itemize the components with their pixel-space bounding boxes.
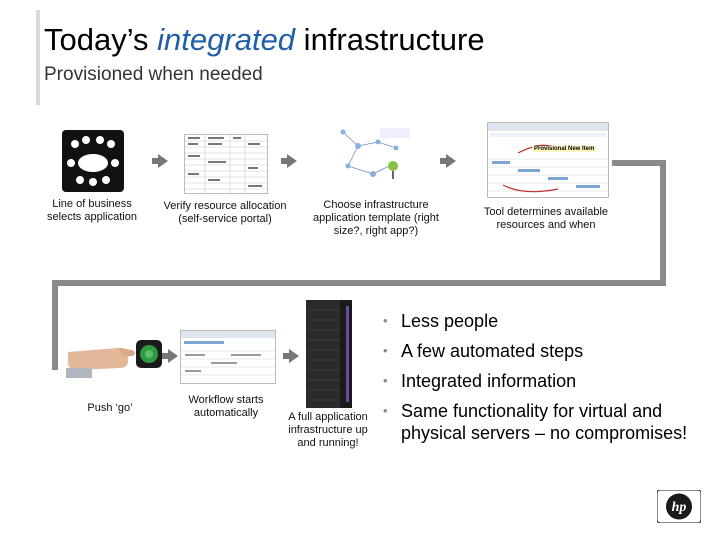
availability-tool-thumbnail: Provisional New Item <box>487 122 609 198</box>
bullet-icon: • <box>383 343 388 358</box>
flow-arrow-icon <box>281 154 297 168</box>
step6-caption: Workflow starts automatically <box>188 394 264 419</box>
flow-arrow-icon <box>162 349 178 363</box>
meeting-icon <box>62 130 124 192</box>
page-title: Today’s integrated infrastructure <box>44 22 485 57</box>
server-rack-icon <box>304 300 354 408</box>
step4-caption: Tool determines available resources and … <box>483 206 609 231</box>
flow-arrow-icon <box>283 349 299 363</box>
resource-table-thumbnail <box>184 134 268 194</box>
bullet-icon: • <box>383 373 388 388</box>
list-item: •A few automated steps <box>383 341 584 361</box>
flow-arrow-icon <box>440 154 456 168</box>
flow-connector <box>660 160 666 286</box>
screen-banner: Provisional New Item <box>532 146 597 152</box>
step1-caption: Line of business selects application <box>47 198 137 223</box>
hp-logo: hp <box>656 489 702 524</box>
bullet-icon: • <box>383 403 388 418</box>
template-diagram-thumbnail <box>318 124 414 190</box>
push-button-hand-icon <box>66 328 166 384</box>
flow-arrow-icon <box>152 154 168 168</box>
list-item: •Less people <box>383 311 499 331</box>
workflow-thumbnail <box>180 330 276 384</box>
step3-caption: Choose infrastructure application templa… <box>313 199 439 237</box>
flow-connector <box>52 280 666 286</box>
step7-caption: A full application infrastructure up and… <box>288 411 368 449</box>
benefits-list: •Less people •A few automated steps •Int… <box>383 310 703 452</box>
list-item: •Integrated information <box>383 371 577 391</box>
bullet-icon: • <box>383 313 388 328</box>
step5-caption: Push ‘go’ <box>87 402 133 414</box>
list-item: •Same functionality for virtual and phys… <box>383 401 688 443</box>
step2-caption: Verify resource allocation (self-service… <box>163 200 287 225</box>
accent-bar <box>36 10 40 105</box>
flow-connector <box>612 160 666 166</box>
page-subtitle: Provisioned when needed <box>44 64 263 85</box>
title-highlight: integrated <box>157 22 296 57</box>
flow-connector <box>52 280 58 370</box>
svg-text:hp: hp <box>672 500 687 515</box>
